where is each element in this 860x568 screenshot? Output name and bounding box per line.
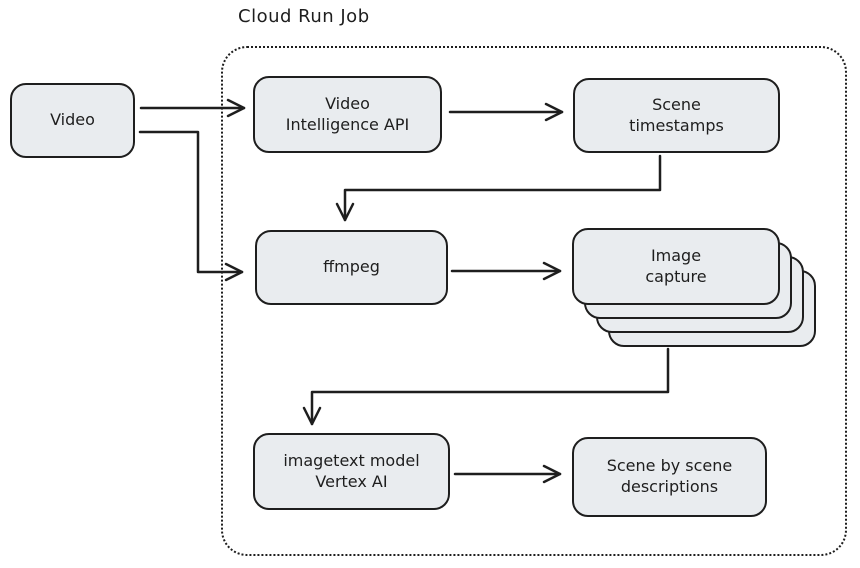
node-ffmpeg: ffmpeg <box>255 230 448 305</box>
node-scene-timestamps: Scene timestamps <box>573 78 780 153</box>
node-video-intelligence-api: Video Intelligence API <box>253 76 442 153</box>
node-video: Video <box>10 83 135 158</box>
node-scene-by-scene-descriptions: Scene by scene descriptions <box>572 437 767 517</box>
cloud-run-job-container <box>221 46 847 556</box>
node-imagetext-model-vertex-ai: imagetext model Vertex AI <box>253 433 450 510</box>
node-image-capture: Image capture <box>572 228 780 305</box>
cloud-run-job-title: Cloud Run Job <box>238 6 370 27</box>
